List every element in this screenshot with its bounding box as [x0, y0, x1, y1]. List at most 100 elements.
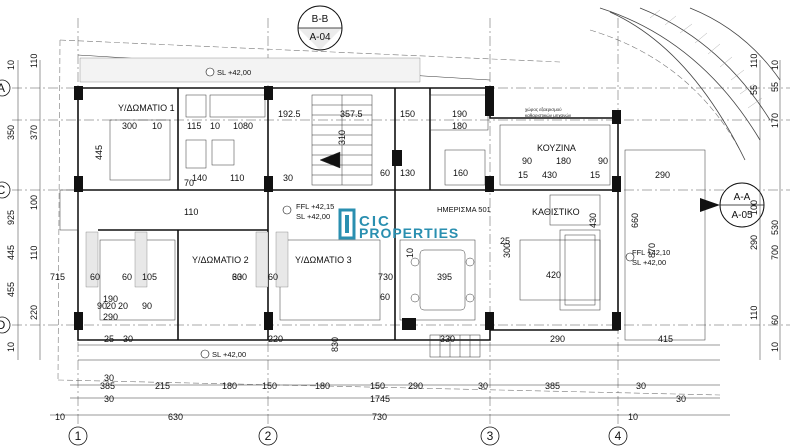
- dim-interior-47: 30: [123, 334, 133, 344]
- dim-left-a-1: 350: [6, 125, 16, 140]
- dim-interior-22: 430: [542, 170, 557, 180]
- dim-row1-4: 180: [315, 381, 330, 391]
- brand-line1: CIC: [359, 213, 391, 230]
- dim-row3-2: 630: [168, 412, 183, 422]
- section-marker-bb: [297, 5, 343, 51]
- dim-interior-44: 25: [500, 236, 510, 246]
- dim-interior-6: 300: [122, 121, 137, 131]
- dim-right-a-5: 60: [770, 315, 780, 325]
- dim-interior-53: 290: [103, 312, 118, 322]
- dim-interior-26: 110: [184, 207, 198, 217]
- dim-right-b-3: 290: [749, 235, 759, 250]
- level-sl-center: SL +42,00: [296, 212, 330, 221]
- axis-label-d: D: [0, 318, 6, 332]
- dim-interior-43: 715: [50, 272, 65, 282]
- dim-interior-36: 10: [405, 248, 415, 258]
- dim-interior-48: 220: [268, 334, 283, 344]
- dim-row1-first: 30: [104, 373, 114, 383]
- section-bb-top: B-B: [312, 14, 329, 25]
- dim-interior-37: 395: [437, 272, 452, 282]
- room-label-bedroom-3: Υ/ΔΩΜΑΤΙΟ 3: [295, 255, 352, 265]
- dim-interior-18: 160: [453, 168, 468, 178]
- dim-interior-23: 15: [518, 170, 528, 180]
- dim-interior-35: 60: [268, 272, 278, 282]
- dim-row1-8: 385: [545, 381, 560, 391]
- structural-columns: [74, 86, 621, 330]
- room-label-bedroom-1: Υ/ΔΩΜΑΤΙΟ 1: [118, 103, 175, 113]
- curved-hatch: [649, 9, 763, 109]
- level-sl-bottom: SL +42,00: [212, 350, 246, 359]
- dim-row1-2: 180: [222, 381, 237, 391]
- dim-left-a-5: 10: [6, 342, 16, 352]
- dim-interior-14: 30: [283, 173, 293, 183]
- dim-left-b-3: 110: [29, 246, 39, 260]
- dim-interior-46: 25: [104, 334, 114, 344]
- dim-left-a-0: 10: [6, 60, 16, 70]
- axis-bubbles-horizontal: [0, 79, 11, 334]
- dim-row2-left: 30: [104, 394, 114, 404]
- section-aa-bottom: A-05: [731, 210, 753, 221]
- axis-label-c: C: [0, 183, 6, 197]
- dim-interior-9: 115: [187, 121, 201, 131]
- dim-row3-3: 730: [372, 412, 387, 422]
- dim-interior-51: 290: [550, 334, 565, 344]
- dim-interior-45: 730: [378, 272, 393, 282]
- kitchen-note-2: καθαριστικών μηχανών: [525, 112, 572, 118]
- dimension-lines-left: [17, 60, 41, 360]
- axis-label-4: 4: [615, 429, 622, 443]
- dim-interior-20: 180: [556, 156, 571, 166]
- dim-interior-15: 310: [337, 130, 347, 145]
- dim-right-b-2: 100: [749, 200, 759, 215]
- dim-interior-29: 60: [122, 272, 132, 282]
- dim-interior-4: 180: [452, 121, 467, 131]
- room-label-living: ΚΑΘΙΣΤΙΚΟ: [532, 207, 580, 217]
- axis-label-a: A: [0, 81, 5, 95]
- dim-interior-8: 445: [94, 145, 104, 160]
- dim-interior-32: 105: [142, 272, 157, 282]
- level-ffl-center: FFL +42,15: [296, 202, 334, 211]
- dim-row3-4: 10: [628, 412, 638, 422]
- dim-left-a-2: 925: [6, 210, 16, 225]
- dim-row1-1: 215: [155, 381, 170, 391]
- dim-row1-0: 385: [100, 381, 115, 391]
- dim-row1-3: 150: [262, 381, 277, 391]
- dim-right-a-1: 55: [770, 82, 780, 92]
- room-label-bedroom-2: Υ/ΔΩΜΑΤΙΟ 2: [192, 255, 249, 265]
- dim-right-a-6: 10: [770, 342, 780, 352]
- level-sl-right: SL +42,00: [632, 258, 666, 267]
- dim-interior-13: 70: [184, 178, 194, 188]
- dim-left-b-4: 220: [29, 305, 39, 320]
- staircase: [311, 94, 481, 358]
- dim-interior-5: 1080: [233, 121, 253, 131]
- dim-left-b-1: 370: [29, 125, 39, 140]
- dim-right-b-4: 110: [749, 306, 759, 320]
- dim-left-a-4: 455: [6, 282, 16, 297]
- room-label-dining: ΗΜΕΡΙΣΜΑ 501: [437, 205, 491, 214]
- axis-label-1: 1: [75, 429, 82, 443]
- dim-interior-56: 60: [380, 292, 390, 302]
- level-sl-top: SL +42,00: [217, 68, 251, 77]
- dim-interior-40: 430: [588, 213, 598, 228]
- dim-interior-42: 870: [647, 243, 657, 258]
- dim-right-a-0: 10: [770, 60, 780, 70]
- dim-interior-49: 830: [330, 337, 340, 352]
- dim-interior-28: 90: [97, 301, 107, 311]
- sofa: [559, 229, 601, 311]
- dim-interior-12: 110: [230, 173, 244, 183]
- dimension-lines-bottom: [50, 384, 730, 416]
- brand-watermark: CIC PROPERTIES: [338, 208, 459, 241]
- dim-right-b-0: 110: [749, 54, 759, 68]
- dim-interior-52: 415: [658, 334, 673, 344]
- axis-label-2: 2: [265, 429, 272, 443]
- dim-row2-right: 30: [676, 394, 686, 404]
- dim-left-a-3: 445: [6, 245, 16, 260]
- dim-interior-19: 90: [522, 156, 532, 166]
- dim-interior-3: 190: [452, 109, 467, 119]
- section-marker-aa: [700, 182, 765, 228]
- dim-row1-9: 30: [636, 381, 646, 391]
- brand-line2: PROPERTIES: [359, 225, 459, 241]
